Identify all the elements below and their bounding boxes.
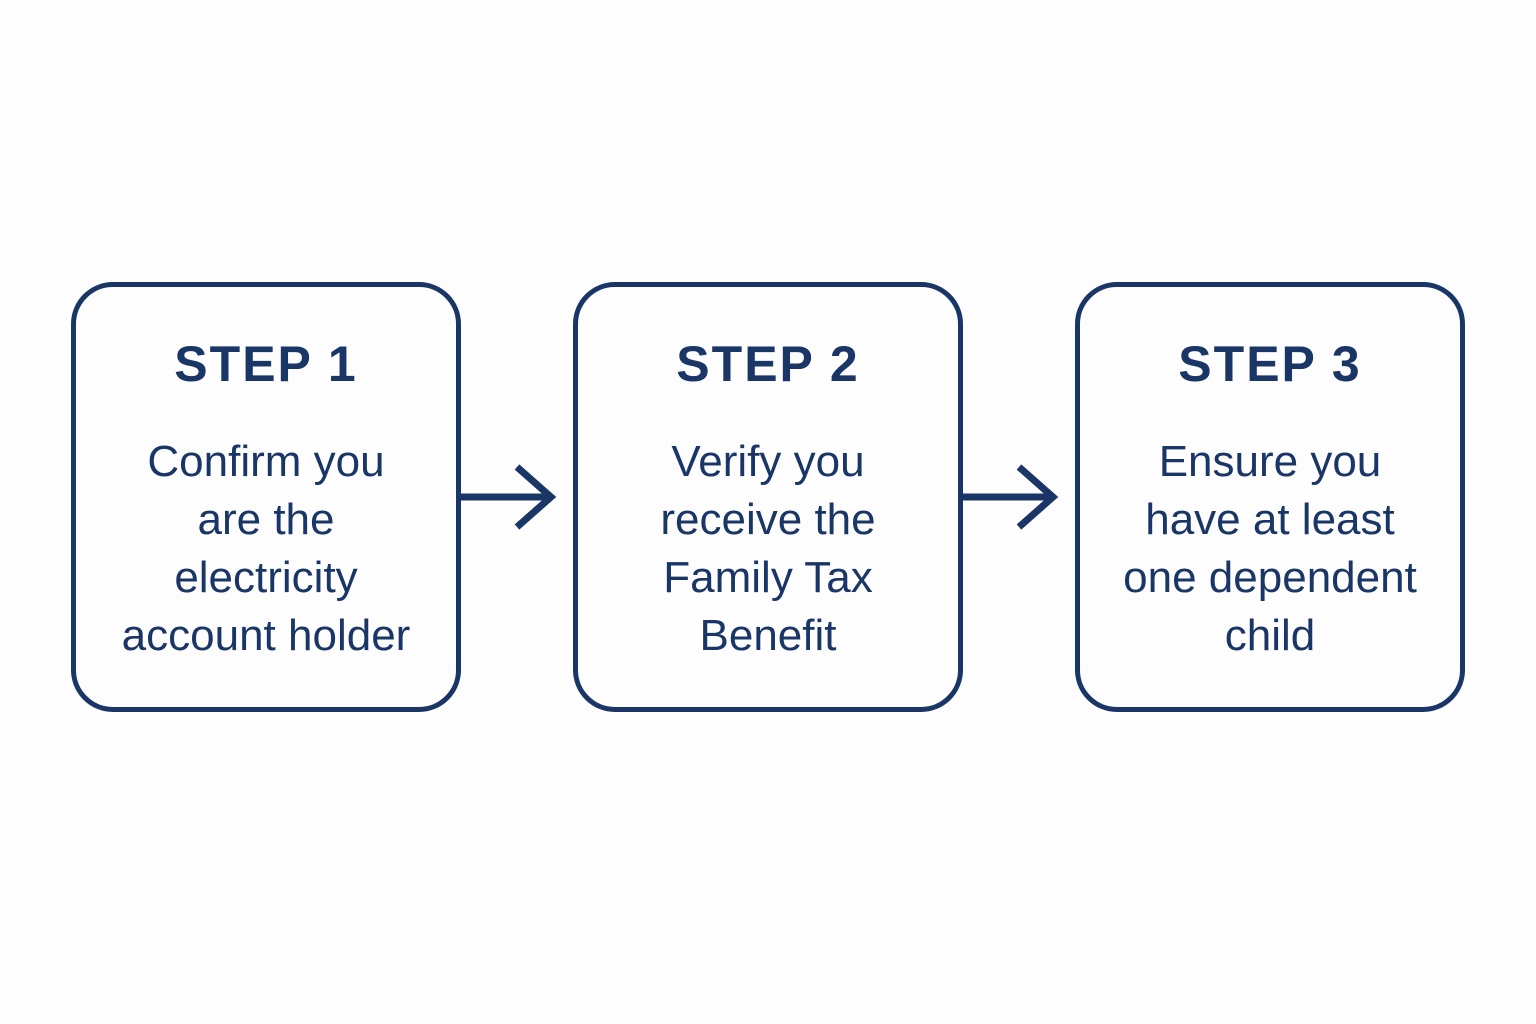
step-1-description: Confirm you are the electricity account … xyxy=(121,437,411,660)
step-card-1: STEP 1 Confirm you are the electricity a… xyxy=(71,282,461,712)
step-card-2: STEP 2 Verify you receive the Family Tax… xyxy=(573,282,963,712)
step-card-3: STEP 3 Ensure you have at least one depe… xyxy=(1075,282,1465,712)
step-1-title: STEP 1 xyxy=(174,336,358,392)
arrow-right-icon xyxy=(963,464,1059,530)
step-3-title: STEP 3 xyxy=(1178,336,1362,392)
step-2-title: STEP 2 xyxy=(676,336,860,392)
arrow-right-icon xyxy=(461,464,557,530)
step-2-description: Verify you receive the Family Tax Benefi… xyxy=(660,437,876,660)
step-3-description: Ensure you have at least one dependent c… xyxy=(1123,437,1417,660)
